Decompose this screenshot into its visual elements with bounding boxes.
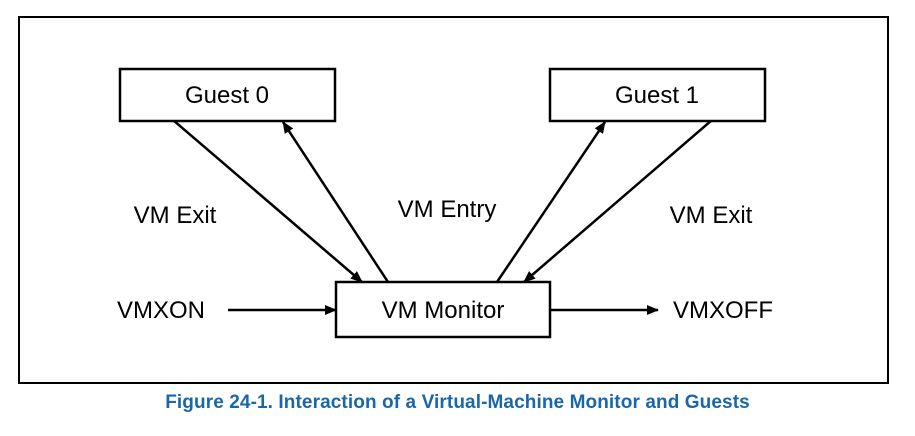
- vmxon-label: VMXON: [117, 297, 205, 324]
- vm-entry-label: VM Entry: [398, 196, 497, 223]
- vm-monitor-node: VM Monitor: [334, 280, 552, 339]
- guest1-node: Guest 1: [548, 67, 767, 123]
- vm-entry-arrow-guest0: [281, 121, 390, 283]
- guest0-label: Guest 0: [185, 82, 269, 109]
- vm-exit-label-left: VM Exit: [134, 202, 217, 229]
- figure-caption: Figure 24-1. Interaction of a Virtual-Ma…: [165, 392, 750, 413]
- vmxoff-label: VMXOFF: [673, 297, 773, 324]
- vm-monitor-label: VM Monitor: [382, 297, 505, 324]
- vmm-diagram: Guest 0 Guest 1 VM Monitor VM Exit VM En…: [18, 16, 889, 384]
- guest1-label: Guest 1: [615, 82, 699, 109]
- diagram-frame: [18, 16, 889, 384]
- vm-exit-label-right: VM Exit: [670, 202, 753, 229]
- vm-exit-arrow-guest0: [172, 119, 363, 283]
- vm-entry-arrow-guest1: [495, 121, 607, 283]
- vm-exit-arrow-guest1: [523, 119, 713, 283]
- guest0-node: Guest 0: [118, 67, 337, 123]
